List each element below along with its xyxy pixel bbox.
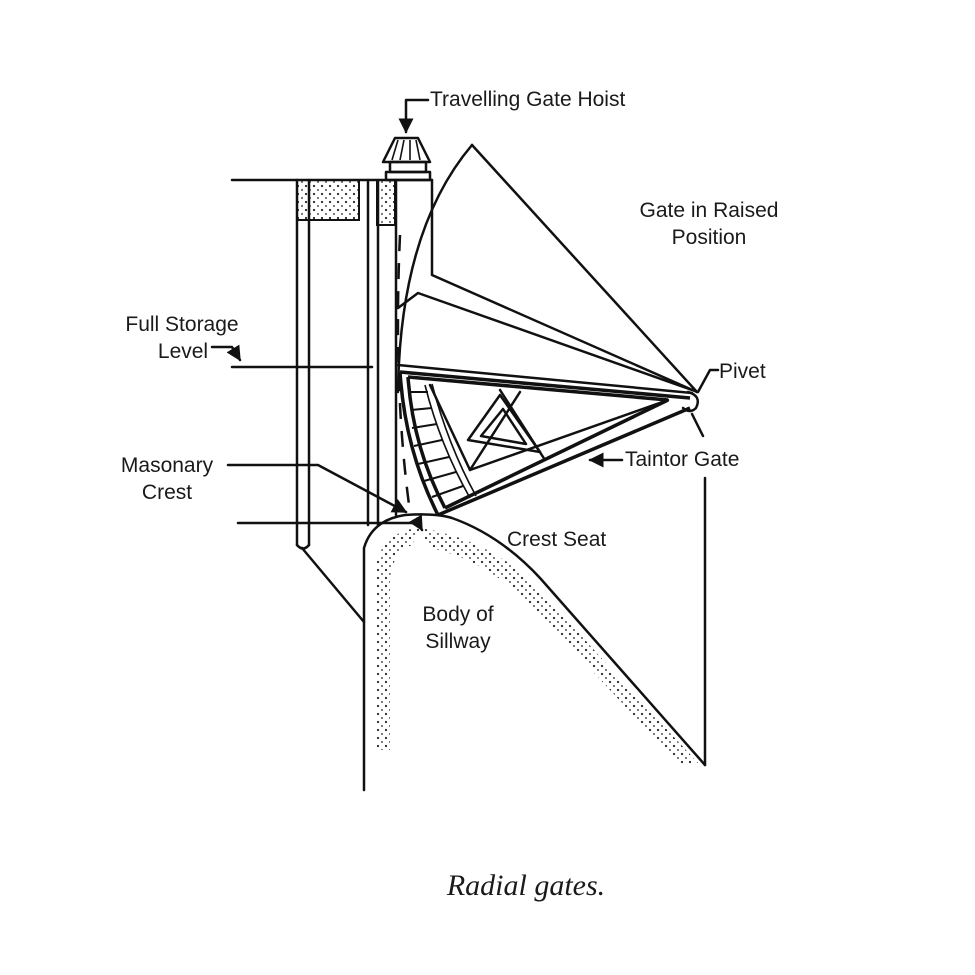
taintor-gate [398,370,705,517]
caption: Radial gates. [446,869,605,902]
label-full-storage-2: Level [158,340,208,363]
label-body-2: Sillway [425,630,491,653]
label-gate-raised-2: Position [672,226,747,249]
label-masonary-2: Crest [142,481,192,504]
spillway-body [362,476,707,792]
stipple-left [375,528,420,750]
label-gate-raised-1: Gate in Raised [640,199,779,222]
label-body-1: Body of [422,603,493,626]
label-crest-seat: Crest Seat [507,528,606,551]
pier-wall [230,178,434,624]
label-full-storage-1: Full Storage [125,313,238,336]
gate-raised-outline [396,143,699,395]
leader-lines [210,98,720,532]
label-taintor-gate: Taintor Gate [625,448,739,471]
label-masonary-1: Masonary [121,454,214,477]
label-pivet: Pivet [719,360,766,383]
label-travelling-gate-hoist: Travelling Gate Hoist [430,88,625,111]
stipple-crest [420,528,700,765]
gate-hoist [381,136,432,182]
